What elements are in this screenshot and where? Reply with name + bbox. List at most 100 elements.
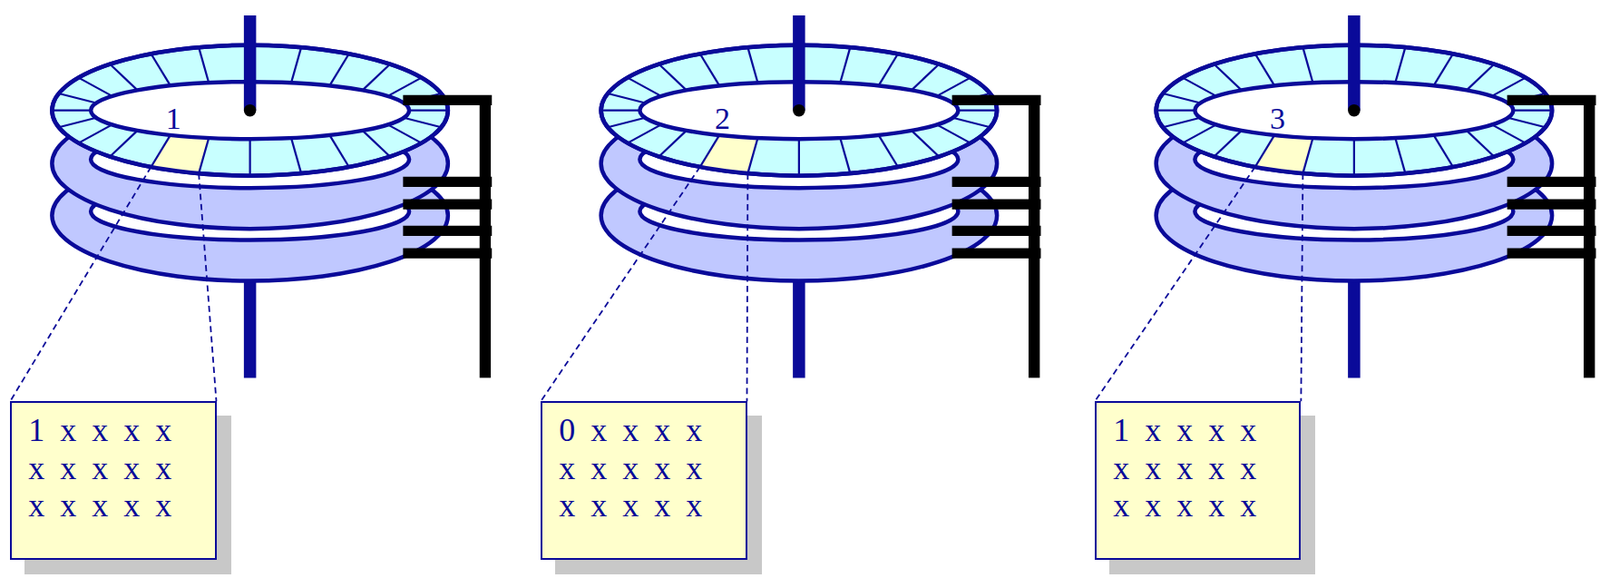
disk-stack <box>9 15 492 401</box>
head-arm <box>402 176 492 187</box>
sector-line <box>388 124 422 143</box>
sector-line <box>1466 130 1494 157</box>
leader-line <box>9 166 151 401</box>
disk-number: 3 <box>1269 103 1286 135</box>
sector-line <box>1492 78 1526 97</box>
sector-line <box>1507 117 1545 127</box>
spindle-hub <box>243 104 257 118</box>
head-arm <box>402 95 492 106</box>
sector-line <box>911 130 939 157</box>
sector-line <box>952 117 990 127</box>
sector-line <box>747 137 758 174</box>
leader-line <box>1300 173 1303 401</box>
sector-line <box>839 137 850 174</box>
sector-line <box>1302 47 1313 83</box>
actuator <box>1028 99 1040 378</box>
sector-content-box: 1 x x x x x x x x x x x x x x <box>9 400 216 559</box>
sector-line <box>798 138 800 176</box>
disk-number: 2 <box>714 103 731 135</box>
sector-line <box>1162 93 1200 103</box>
sector-line <box>839 47 850 83</box>
sector-line <box>700 135 720 167</box>
leader-line <box>1094 166 1256 401</box>
sector-line <box>291 137 302 174</box>
head-arm <box>952 176 1042 187</box>
head-arm <box>952 199 1042 210</box>
sector-line <box>936 124 971 143</box>
disk-stack <box>1094 15 1596 401</box>
sector-line <box>78 124 113 143</box>
head-arm <box>952 225 1042 236</box>
sector-line <box>878 135 898 167</box>
sector-line <box>1395 47 1405 83</box>
sector-line <box>58 93 97 103</box>
sector-line <box>1214 64 1242 91</box>
sector-line <box>659 130 687 157</box>
sector-line <box>1466 64 1494 91</box>
sector-line <box>747 47 758 83</box>
sector-line <box>1434 135 1454 167</box>
sector-line <box>151 135 171 167</box>
head-arm <box>952 248 1042 259</box>
sector-bits: 0 x x x x x x x x x x x x x x <box>558 411 715 525</box>
sector-line <box>151 53 171 86</box>
sector-content-box: 0 x x x x x x x x x x x x x x <box>540 400 747 559</box>
head-arm <box>1507 176 1597 187</box>
sector-line <box>1162 117 1200 127</box>
sector-line <box>58 117 97 127</box>
sector-line <box>329 53 349 86</box>
sector-line <box>659 64 687 91</box>
actuator <box>1583 99 1595 378</box>
head-arm <box>952 95 1042 106</box>
sector-line <box>1302 137 1313 174</box>
sector-line <box>403 117 441 127</box>
disk-stack <box>540 15 1041 401</box>
sector-line <box>409 109 449 112</box>
head-arm <box>402 225 492 236</box>
spindle <box>792 15 806 111</box>
leader-line <box>746 173 750 401</box>
head-arm <box>1507 248 1597 259</box>
sector-line <box>198 137 209 174</box>
sector-line <box>627 124 662 143</box>
sector-line <box>329 135 349 167</box>
head-arm <box>402 199 492 210</box>
sector-line <box>1353 138 1356 176</box>
sector-line <box>700 53 720 86</box>
spindle-hub <box>1347 104 1361 118</box>
sector-line <box>109 64 137 91</box>
leader-line <box>540 166 701 401</box>
leader-line <box>198 173 216 401</box>
sector-line <box>1182 78 1217 97</box>
sector-line <box>607 93 645 103</box>
sector-line <box>249 138 252 176</box>
sector-line <box>388 78 422 97</box>
sector-bits: 1 x x x x x x x x x x x x x x <box>1112 411 1269 525</box>
sector-line <box>362 130 391 157</box>
sector-line <box>1434 53 1454 86</box>
head-arm <box>402 248 492 259</box>
sector-line <box>601 109 641 112</box>
actuator <box>479 99 491 378</box>
sector-line <box>51 109 91 112</box>
sector-line <box>78 78 113 97</box>
spindle <box>1347 15 1361 111</box>
sector-line <box>1255 53 1275 86</box>
sector-line <box>1492 124 1526 143</box>
head-arm <box>1507 95 1597 106</box>
sector-line <box>1512 109 1552 112</box>
spindle <box>243 15 257 111</box>
sector-line <box>291 47 302 83</box>
sector-line <box>1395 137 1405 174</box>
disk-number: 1 <box>165 103 182 135</box>
sector-line <box>878 53 898 86</box>
sector-line <box>936 78 971 97</box>
sector-line <box>1182 124 1217 143</box>
sector-line <box>957 109 997 112</box>
sector-line <box>1214 130 1242 157</box>
head-arm <box>1507 225 1597 236</box>
sector-line <box>627 78 662 97</box>
sector-line <box>362 64 391 91</box>
